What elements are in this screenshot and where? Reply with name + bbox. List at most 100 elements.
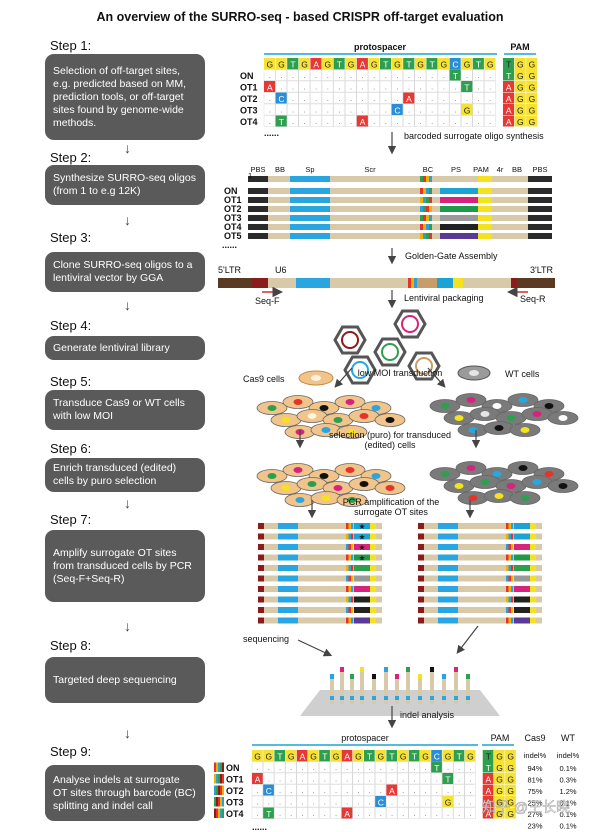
match-dot: . [396,82,398,92]
base-letter: A [344,752,350,762]
step-2-box: Synthesize SURRO-seq oligos (from 1 to e… [45,165,205,205]
mismatch-cell [391,104,403,115]
amplicon-segment [438,544,458,550]
oligo-part-label: PS [451,165,461,174]
selection-wrap: selection (puro) for transduced (edited)… [329,430,451,450]
grid-cell [426,103,438,116]
match-dot: . [477,105,479,115]
grid-cell [368,92,380,104]
match-dot: . [303,93,305,103]
sequencing-read [350,674,354,704]
indel-star-icon: ★ [359,533,366,542]
match-dot: . [391,762,393,772]
barcode-stripe [222,774,224,784]
base-letter: C [434,752,440,762]
wt-indel-value: 0.1% [559,810,576,819]
barcode-stripe [426,224,429,230]
amplicon-segment [264,554,278,561]
grid-cell [437,69,450,81]
base-cell [322,58,334,70]
pam-letter: G [517,117,524,127]
barcode-stripe [508,544,511,550]
pam-letter: G [517,106,524,116]
virus-genome [351,361,369,379]
base-letter: G [288,752,295,762]
oligo-segment [248,188,268,194]
barcode-stripe [351,607,354,613]
amplicon-target [354,617,370,624]
amplicon-pam [370,544,376,550]
match-dot: . [292,116,294,126]
oligo-segment [478,176,492,182]
match-dot: . [385,82,387,92]
oligo-segment [330,188,420,194]
amplicon-segment [418,554,424,561]
step-9-box: Analyse indels at surrogate OT sites thr… [45,765,205,821]
barcode-stripe [423,206,426,212]
barcode-stripe [216,785,218,795]
grid-cell [386,772,398,785]
read-segment [430,696,434,700]
barcode-stripe [220,762,222,772]
mismatch-letter: T [464,83,469,93]
amplicon-segment [438,565,458,571]
barcode-stripe [351,617,354,624]
amplicon-segment [264,544,278,550]
oligo-segment [478,215,492,221]
grid-cell [379,80,392,93]
match-dot: . [385,70,387,80]
pam-cell [526,104,538,115]
oligo-segment [440,188,478,194]
pam-letter: G [529,83,536,93]
cell-nucleus [520,427,530,433]
barcode-stripe [220,774,222,784]
match-dot: . [324,808,326,818]
pam-letter: G [529,106,536,116]
mismatch-letter: A [406,94,412,104]
sequencing-flow-cell [300,667,500,716]
cas9-indel-value: 25% [527,799,542,808]
pam-cell [514,81,526,92]
match-dot: . [419,82,421,92]
u6-label: U6 [275,265,287,275]
cell-nucleus [494,425,504,431]
grid-cell [263,772,275,785]
barcode-stripe [506,575,509,582]
grid-cell [461,115,473,127]
oligo-synthesis-label: barcoded surrogate oligo synthesis [404,131,544,141]
amplicon-segment [458,575,506,582]
sequencing-read [430,667,434,704]
grid-cell [453,784,465,796]
cell-nucleus [371,473,381,479]
sequencing-read [340,667,344,704]
grid-cell [431,784,443,796]
cas9-cell-icon [298,370,334,386]
match-dot: . [269,105,271,115]
grid-cell [330,784,342,796]
virus-capsid [393,309,427,339]
step-3-label: Step 3: [50,230,92,245]
barcode-stripe [420,176,423,182]
barcode-stripe [426,233,429,239]
read-tag [442,674,446,679]
grid-cell [263,795,275,808]
lenti-packaging-label: Lentiviral packaging [404,293,484,303]
step-8-box: Targeted deep sequencing [45,657,205,703]
amplicon-segment [536,554,542,561]
virus-genome [381,343,399,361]
amplicon-target [354,607,370,613]
grid-cell [484,115,496,127]
base-cell [391,58,403,70]
match-dot: . [368,785,370,795]
pam-letter: G [496,775,503,785]
mismatch-cell [252,773,263,784]
wt-cells-label: WT cells [505,369,540,379]
mismatch-cell [375,796,386,807]
oligo-segment [440,206,478,212]
cell-nucleus [307,413,317,419]
read-segment [350,696,354,700]
barcode-stripe [508,565,511,571]
lentivirus-particles [333,309,441,385]
grid-cell [287,115,299,127]
match-dot: . [290,785,292,795]
